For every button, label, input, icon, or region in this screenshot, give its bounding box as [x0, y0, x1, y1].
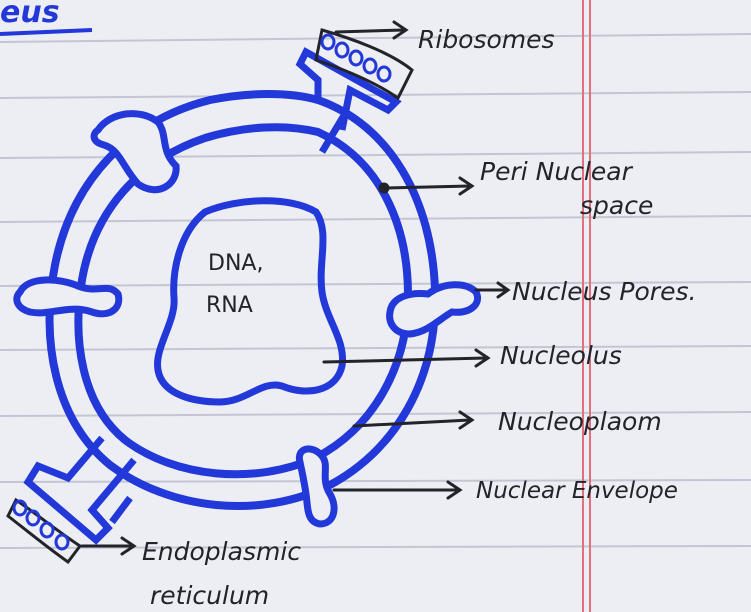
center-label-line2: RNA: [206, 293, 253, 318]
nuclear-pore-right: [390, 285, 478, 334]
arrow-perinuclear: [386, 178, 472, 194]
nuclear-pore-bottom: [299, 449, 334, 524]
arrow-er: [82, 538, 134, 554]
margin-line: [583, 0, 590, 612]
nuclear-pore-left: [17, 280, 119, 314]
label-ribosomes: Ribosomes: [418, 25, 555, 54]
label-perinuclear-line2: space: [580, 191, 653, 220]
heading-underline: [0, 30, 92, 34]
arrow-ribosomes: [336, 22, 406, 38]
label-nuclear-envelope: Nuclear Envelope: [476, 478, 678, 504]
label-nucleoplasm: Nucleoplaom: [498, 407, 662, 436]
ribosome-cap-bottom: [8, 500, 80, 562]
center-label-line1: DNA,: [208, 251, 263, 276]
arrow-nuclear-envelope: [334, 482, 460, 498]
label-perinuclear-line1: Peri Nuclear: [480, 157, 634, 186]
arrow-nucleolus: [324, 350, 488, 366]
label-nuclear-pores: Nucleus Pores.: [512, 277, 696, 306]
label-er-line2: reticulum: [150, 581, 269, 610]
arrow-nuclear-pores: [476, 283, 508, 297]
heading-fragment: eus: [0, 0, 60, 30]
label-nucleolus: Nucleolus: [500, 341, 622, 370]
nuclear-pore-top-left: [94, 114, 176, 190]
label-er-line1: Endoplasmic: [142, 537, 301, 566]
